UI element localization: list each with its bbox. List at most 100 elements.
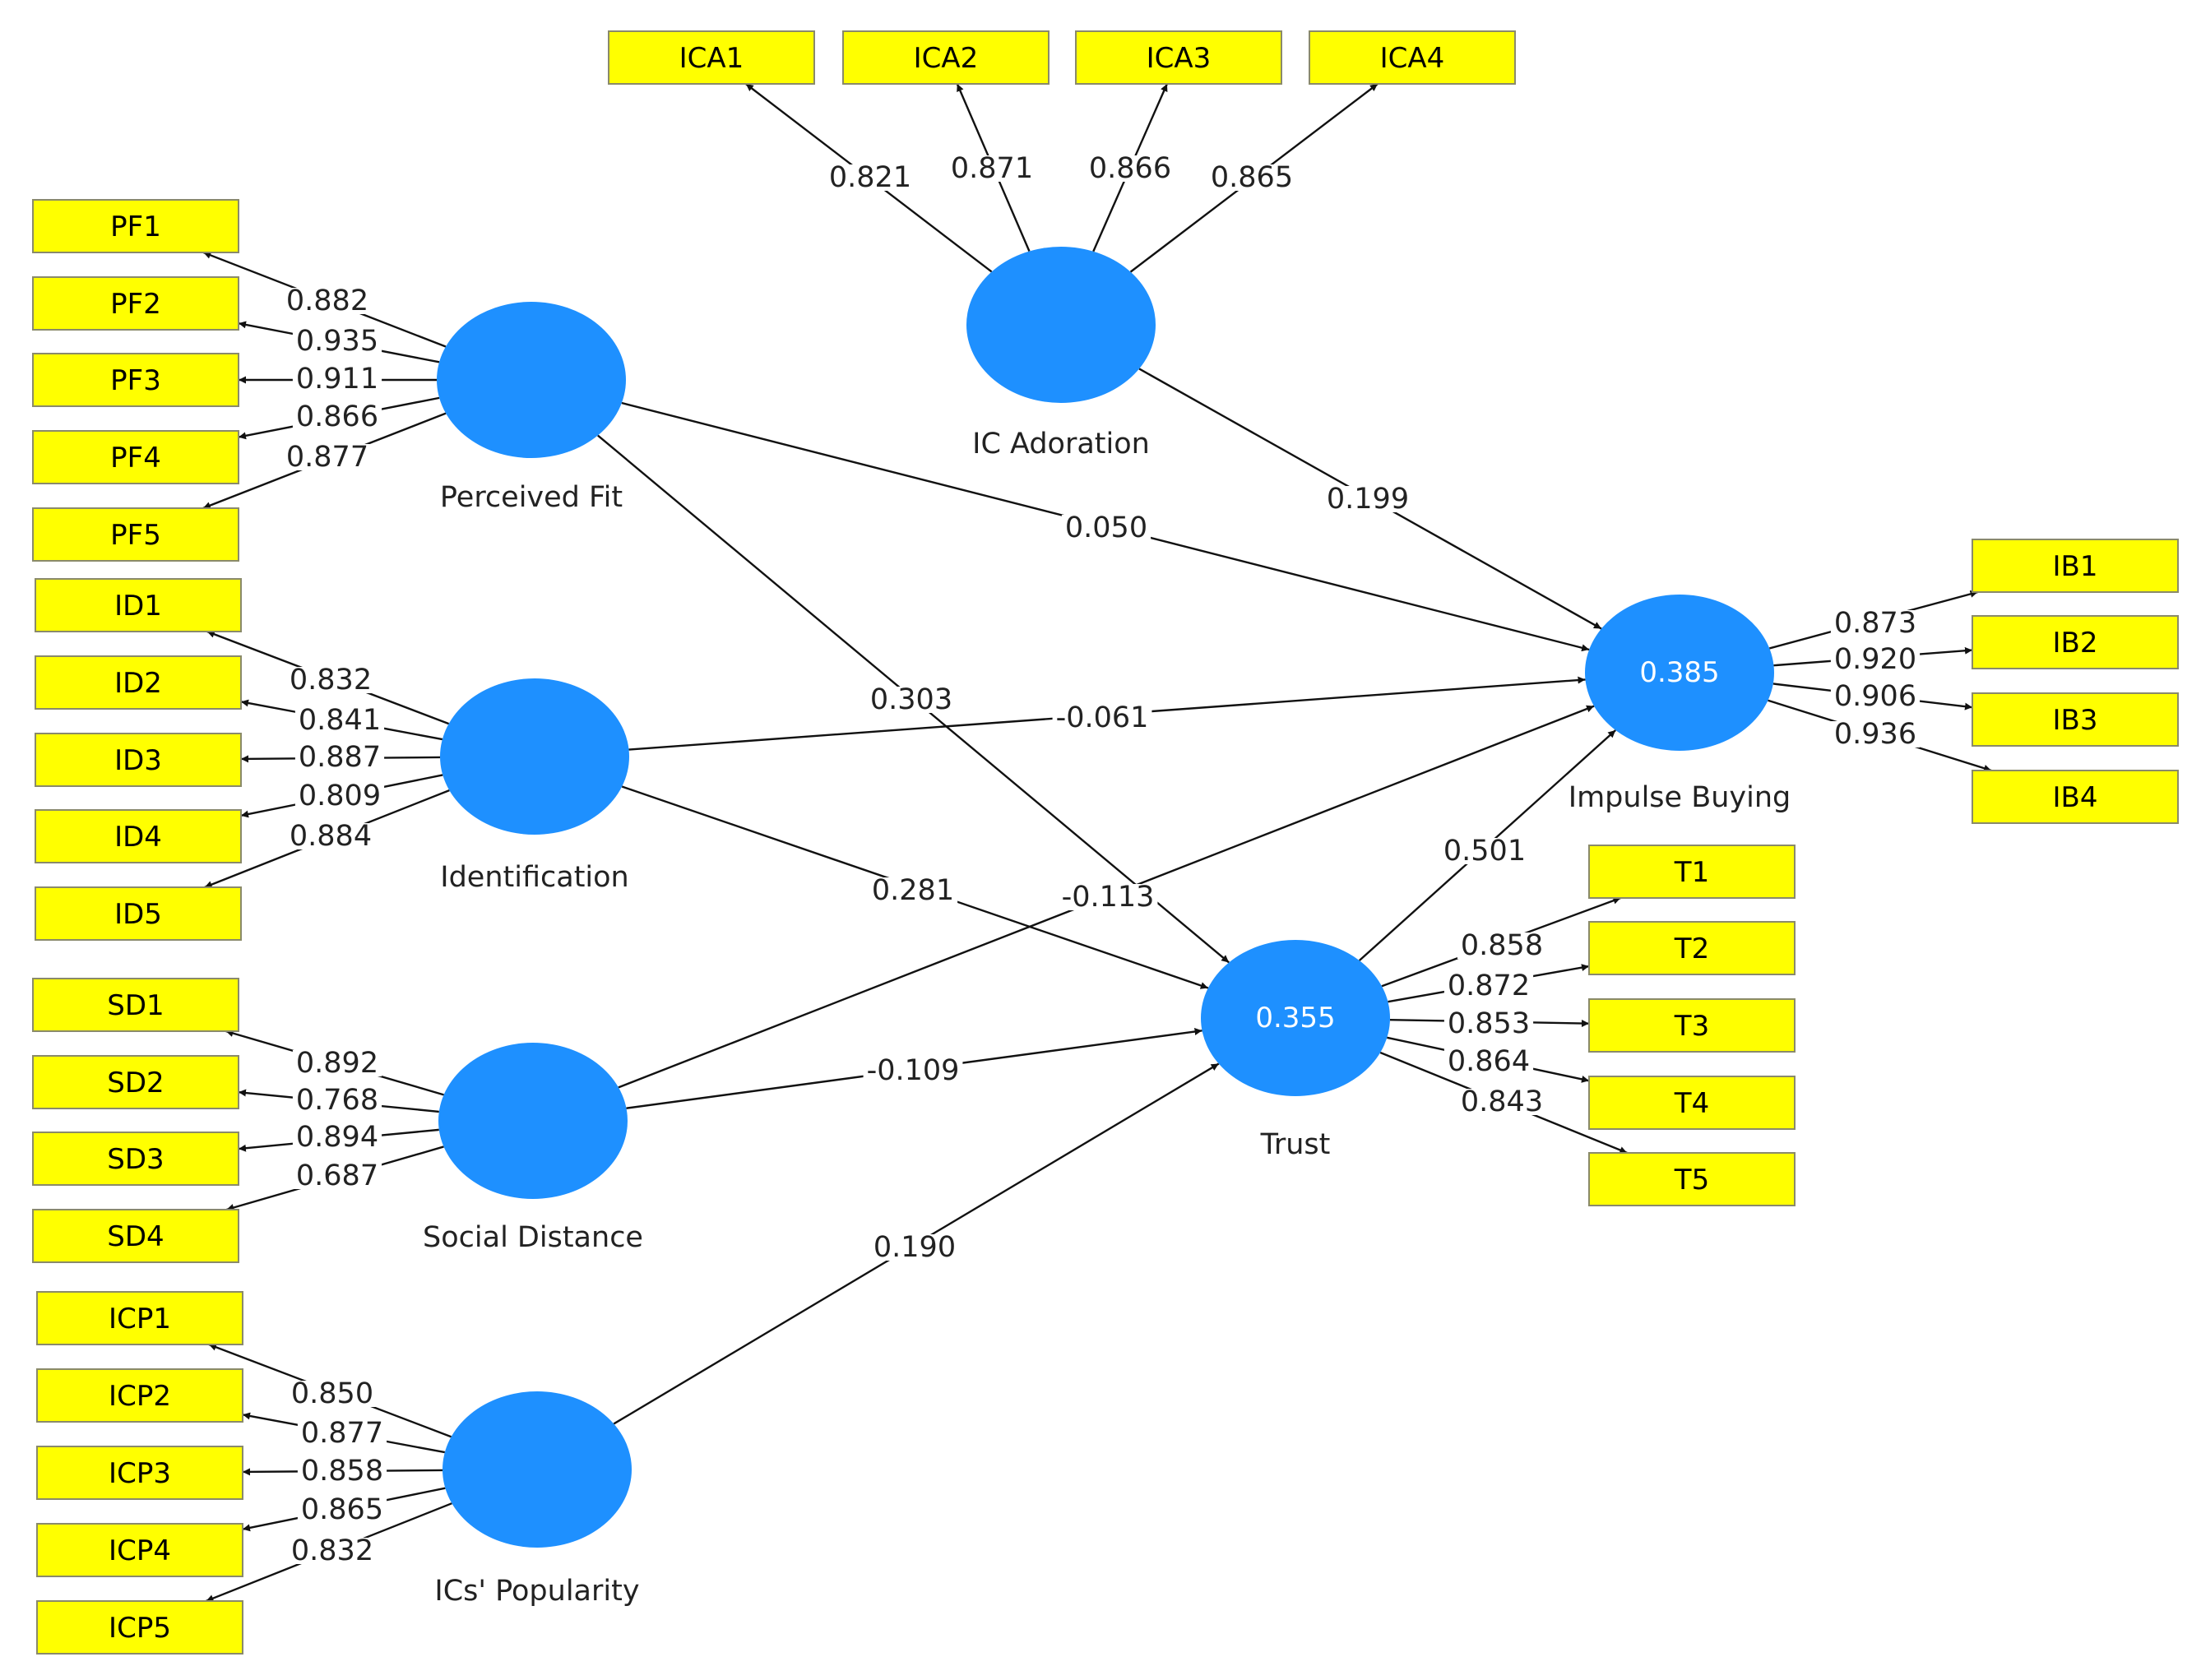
indicator-t4[interactable]: T4 (1588, 1076, 1796, 1130)
indicator-pf3[interactable]: PF3 (32, 353, 239, 407)
indicator-ica4[interactable]: ICA4 (1309, 30, 1516, 85)
loading-label-id2-group: 0.841 (294, 704, 385, 737)
loading-label-pf1: 0.882 (286, 285, 368, 317)
loading-label-t3-bg (1443, 1011, 1534, 1037)
construct-pf[interactable]: Perceived Fit (437, 302, 626, 514)
indicator-box (32, 430, 239, 484)
indicator-box (1588, 998, 1796, 1053)
loading-label-sd4: 0.687 (296, 1159, 378, 1192)
loading-label-t3: 0.853 (1448, 1007, 1530, 1040)
loading-label-ib2-bg (1830, 646, 1921, 673)
indicator-label: ID2 (114, 667, 162, 700)
path-coef-id-to-ib-bg (1052, 705, 1152, 731)
path-coef-ica-to-ib: 0.199 (1327, 483, 1409, 516)
indicator-pf4[interactable]: PF4 (32, 430, 239, 484)
indicator-box (1972, 692, 2179, 747)
indicator-box (35, 655, 242, 710)
loading-label-pf3: 0.911 (296, 363, 378, 396)
indicator-t1[interactable]: T1 (1588, 845, 1796, 899)
loading-label-t2: 0.872 (1448, 970, 1530, 1002)
indicator-icp4[interactable]: ICP4 (36, 1523, 243, 1577)
indicator-id1[interactable]: ID1 (35, 578, 242, 632)
indicator-box (35, 578, 242, 632)
loading-label-ica3: 0.866 (1089, 152, 1171, 185)
construct-id[interactable]: Identification (440, 678, 629, 894)
loading-label-sd4-bg (292, 1163, 382, 1189)
indicator-id4[interactable]: ID4 (35, 809, 242, 863)
indicator-pf5[interactable]: PF5 (32, 507, 239, 562)
indicator-ib1[interactable]: IB1 (1972, 539, 2179, 593)
indicator-ib3[interactable]: IB3 (1972, 692, 2179, 747)
path-coef-sd-to-tr: -0.109 (867, 1054, 960, 1087)
indicator-t2[interactable]: T2 (1588, 921, 1796, 975)
indicator-ica2[interactable]: ICA2 (842, 30, 1050, 85)
construct-ellipse (440, 678, 629, 835)
loading-label-pf1-bg (282, 288, 373, 314)
loading-label-ica2: 0.871 (951, 152, 1033, 185)
construct-name: Perceived Fit (440, 481, 623, 514)
loading-label-id2: 0.841 (299, 704, 381, 737)
r-squared-label: 0.355 (1255, 1002, 1335, 1034)
indicator-icp5[interactable]: ICP5 (36, 1600, 243, 1655)
indicator-label: ICP4 (109, 1534, 171, 1567)
loading-label-sd3-bg (292, 1124, 382, 1150)
loading-label-t3-group: 0.853 (1443, 1007, 1534, 1040)
path-coef-sd-to-ib-bg (1058, 884, 1158, 910)
indicator-label: ICP1 (109, 1303, 171, 1335)
indicator-label: IB3 (2053, 704, 2098, 737)
loading-label-t1: 0.858 (1461, 929, 1543, 962)
loading-label-ib3: 0.906 (1834, 680, 1916, 713)
construct-ica[interactable]: IC Adoration (966, 247, 1156, 460)
indicator-label: T2 (1674, 933, 1709, 965)
r-squared-label: 0.385 (1639, 656, 1719, 689)
path-coef-pf-to-tr-group: 0.303 (866, 683, 957, 716)
loading-label-ib4: 0.936 (1834, 718, 1916, 751)
indicator-id3[interactable]: ID3 (35, 733, 242, 787)
indicator-id2[interactable]: ID2 (35, 655, 242, 710)
loading-label-ica4-group: 0.865 (1207, 161, 1297, 194)
loading-label-sd1-group: 0.892 (292, 1047, 382, 1080)
indicator-t3[interactable]: T3 (1588, 998, 1796, 1053)
indicator-ica1[interactable]: ICA1 (608, 30, 815, 85)
loading-label-ica2-group: 0.871 (947, 152, 1037, 185)
indicator-icp3[interactable]: ICP3 (36, 1446, 243, 1500)
loading-label-icp4: 0.865 (301, 1493, 383, 1526)
loading-label-pf2-bg (292, 328, 382, 354)
indicator-ib4[interactable]: IB4 (1972, 770, 2179, 824)
indicator-ica3[interactable]: ICA3 (1075, 30, 1282, 85)
construct-name: ICs' Popularity (434, 1575, 639, 1608)
indicator-t5[interactable]: T5 (1588, 1152, 1796, 1206)
indicator-label: IB4 (2053, 781, 2098, 814)
loading-label-icp1-bg (287, 1381, 378, 1407)
nodes-layer: PF1PF2PF3PF4PF5ID1ID2ID3ID4ID5SD1SD2SD3S… (32, 30, 2179, 1655)
indicator-sd4[interactable]: SD4 (32, 1209, 239, 1263)
construct-ellipse (966, 247, 1156, 403)
construct-sd[interactable]: Social Distance (423, 1043, 643, 1254)
loading-label-sd1: 0.892 (296, 1047, 378, 1080)
loading-label-t2-bg (1443, 973, 1534, 999)
indicator-pf2[interactable]: PF2 (32, 276, 239, 331)
indicator-icp2[interactable]: ICP2 (36, 1368, 243, 1423)
path-coef-pf-to-tr: 0.303 (870, 683, 952, 716)
indicator-id5[interactable]: ID5 (35, 886, 242, 941)
loading-label-ib4-group: 0.936 (1830, 718, 1921, 751)
indicator-box (36, 1523, 243, 1577)
indicator-box (1972, 539, 2179, 593)
construct-icp[interactable]: ICs' Popularity (434, 1391, 640, 1608)
indicator-pf1[interactable]: PF1 (32, 199, 239, 253)
indicator-sd1[interactable]: SD1 (32, 978, 239, 1032)
loading-label-icp4-group: 0.865 (297, 1493, 387, 1526)
loading-label-pf3-group: 0.911 (292, 363, 382, 396)
loading-label-sd3-group: 0.894 (292, 1121, 382, 1154)
loading-label-icp5-bg (287, 1538, 378, 1564)
indicator-icp1[interactable]: ICP1 (36, 1291, 243, 1345)
indicator-sd2[interactable]: SD2 (32, 1055, 239, 1109)
indicator-box (32, 1132, 239, 1186)
indicator-label: ICP3 (109, 1457, 171, 1490)
indicator-ib2[interactable]: IB2 (1972, 615, 2179, 669)
loading-label-icp2-bg (297, 1420, 387, 1446)
indicator-box (1075, 30, 1282, 85)
indicator-sd3[interactable]: SD3 (32, 1132, 239, 1186)
